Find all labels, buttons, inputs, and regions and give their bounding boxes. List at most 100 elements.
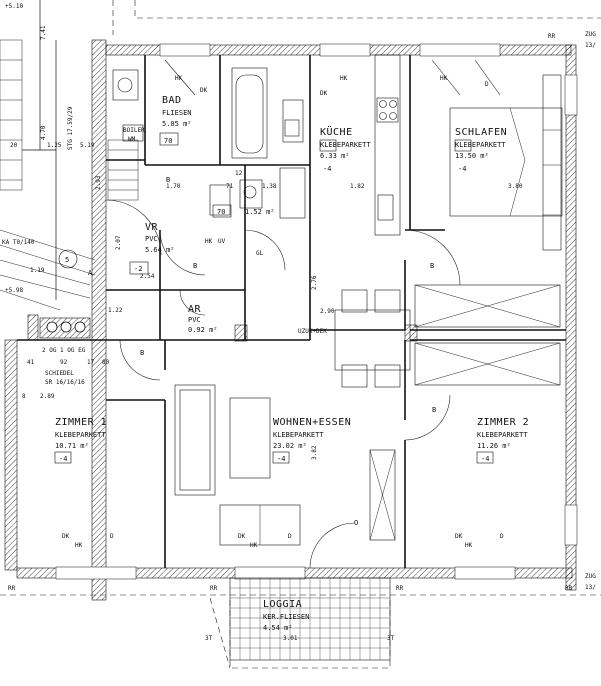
hk-label-schlafen: HK xyxy=(440,75,448,82)
unit-number: 5 xyxy=(65,256,69,264)
dim-80: 80 xyxy=(102,359,110,366)
dim-182: 1.82 xyxy=(350,183,365,190)
room-ar-name: AR xyxy=(188,304,202,315)
dim-380: 3.80 xyxy=(508,183,523,190)
dim-20: 20 xyxy=(10,142,18,149)
dim-122: 1.22 xyxy=(108,307,123,314)
exterior-walls xyxy=(4,39,577,601)
dining-set xyxy=(334,289,411,388)
o-label: O xyxy=(354,519,358,527)
loggia-tiles xyxy=(229,577,391,661)
room-wohnen-floor: KLEBEPARKETT xyxy=(273,431,324,439)
room-zimmer2-floor: KLEBEPARKETT xyxy=(477,431,528,439)
room-kueche-floor: KLEBEPARKETT xyxy=(320,141,371,149)
dim-289: 2.89 xyxy=(40,393,55,400)
room-zimmer2-name: ZIMMER 2 xyxy=(477,417,529,428)
boiler-sub: WM xyxy=(128,136,136,143)
room-wohnen-tag: -4 xyxy=(277,455,285,463)
dim-12: 12 xyxy=(235,170,243,177)
rr-loggia-left: RR xyxy=(210,585,218,592)
dim-276: 2.76 xyxy=(311,275,318,290)
hk-label-kueche: HK xyxy=(340,75,348,82)
room-vr-area: 5.64 m² xyxy=(145,246,175,254)
b-label-4: B xyxy=(193,262,197,270)
room-bad-name: BAD xyxy=(162,95,182,106)
door-eg: 2 OG 1 OG EG xyxy=(42,347,86,354)
wardrobes xyxy=(414,284,561,386)
room-wc-area: 1.52 m² xyxy=(245,208,275,216)
hk-label-vr: HK xyxy=(205,238,213,245)
room-vr-floor: PVC xyxy=(145,235,158,243)
staircase xyxy=(0,0,139,311)
dim-470: 4.70 xyxy=(40,125,47,140)
dk-label-wohnen: DK xyxy=(238,533,246,540)
gl-label: GL xyxy=(256,250,264,257)
room-bad-tag: 70 xyxy=(164,137,172,145)
level-top: +5.10 xyxy=(5,3,23,10)
uv-label: UV xyxy=(218,238,226,245)
interior-walls xyxy=(17,55,566,568)
room-wc-tag: 70 xyxy=(217,208,225,216)
dim-254: 2.54 xyxy=(140,273,155,280)
room-vr-tag: -2 xyxy=(134,265,142,273)
d-label-wohnen: D xyxy=(288,533,292,540)
hk-label-bad: HK xyxy=(175,75,183,82)
dim-290: 2.90 xyxy=(320,308,335,315)
room-kueche-name: KÜCHE xyxy=(320,125,353,138)
chimney xyxy=(39,317,91,339)
rr-top: RR xyxy=(548,33,556,40)
dim-119: 1.19 xyxy=(30,267,45,274)
uzuk-label: UZUK+DEK xyxy=(298,328,327,335)
room-schlafen-floor: KLEBEPARKETT xyxy=(455,141,506,149)
kitchen-counter xyxy=(374,54,401,236)
dk-label-z1: DK xyxy=(62,533,70,540)
dim-170: 1.70 xyxy=(166,183,181,190)
schiedel: SCHIEDEL xyxy=(45,370,74,377)
room-zimmer2-area: 11.26 m² xyxy=(477,442,511,450)
bathroom-fixtures xyxy=(112,67,306,219)
t-label-left: 3T xyxy=(205,635,213,642)
unit-marker xyxy=(58,249,78,269)
room-zimmer1-tag: -4 xyxy=(59,455,67,463)
stair-marker: A xyxy=(88,269,93,277)
room-loggia-area: 4.54 m² xyxy=(263,624,293,632)
room-zimmer1-area: 10.71 m² xyxy=(55,442,89,450)
dim-207: 2.07 xyxy=(115,235,122,250)
room-loggia-name: LOGGIA xyxy=(263,599,302,610)
zug-top-num: 13/ xyxy=(585,42,596,49)
b-label-1: B xyxy=(430,262,434,270)
boiler-label: BOILER xyxy=(123,127,145,134)
dk-label-z2: DK xyxy=(455,533,463,540)
dim-382: 3.82 xyxy=(311,445,318,460)
bed xyxy=(449,74,563,251)
dim-41: 41 xyxy=(27,359,35,366)
room-wohnen-area: 23.02 m² xyxy=(273,442,307,450)
room-bad-floor: FLIESEN xyxy=(162,109,192,117)
windows xyxy=(55,43,578,580)
dim-519: 5.19 xyxy=(80,142,95,149)
room-wohnen-name: WOHNEN+ESSEN xyxy=(273,417,351,428)
dim-125: 1.25 xyxy=(47,142,62,149)
tag-boxes xyxy=(54,132,494,464)
room-schlafen-name: SCHLAFEN xyxy=(455,127,507,138)
room-ar-area: 0.92 m² xyxy=(188,326,218,334)
door-ref: KA T0/140 xyxy=(2,239,35,246)
b-label-3: B xyxy=(140,349,144,357)
room-bad-area: 5.05 m² xyxy=(162,120,192,128)
hk-label-z1: HK xyxy=(75,542,83,549)
dim-17: 17 xyxy=(87,359,95,366)
rr-right: RR xyxy=(565,585,573,592)
d-label-z2: D xyxy=(500,533,504,540)
door-swings xyxy=(105,59,501,569)
dim-138: 1.38 xyxy=(262,183,277,190)
b-label-2: B xyxy=(432,406,436,414)
hk-label-wohnen: HK xyxy=(250,542,258,549)
zug-bottom-num: 13/ xyxy=(585,584,596,591)
dk-label-bad: DK xyxy=(200,87,208,94)
dim-8: 8 xyxy=(22,393,26,400)
room-ar-floor: PVC xyxy=(188,316,201,324)
dim-293: 2.93 xyxy=(95,175,102,190)
rr-bottom: RR xyxy=(8,585,16,592)
room-vr-name: VR xyxy=(145,222,159,233)
